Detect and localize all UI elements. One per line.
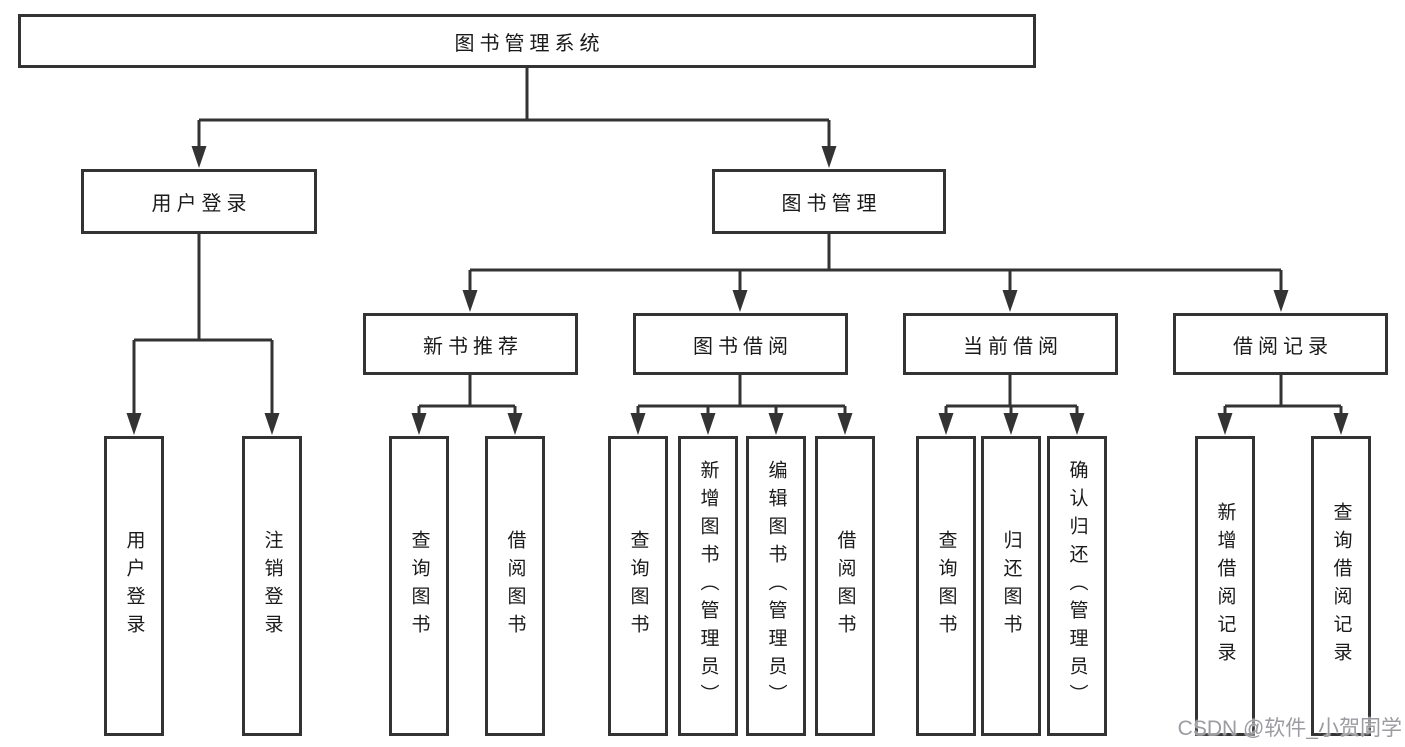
leaf-recommend-query-book: 查询图书 [389,436,449,736]
node-new-book-recommend: 新书推荐 [363,313,578,375]
node-new-book-recommend-label: 新书推荐 [423,335,523,358]
leaf-borrow-edit-book-admin: 编辑图书（管理员） [746,436,806,736]
leaf-user-login-label: 用户登录 [123,530,145,642]
leaf-borrow-borrow-book: 借阅图书 [815,436,875,736]
node-user-login: 用户登录 [81,169,317,234]
leaf-record-add-record: 新增借阅记录 [1195,436,1255,736]
leaf-record-add-record-label: 新增借阅记录 [1214,502,1236,670]
leaf-logout: 注销登录 [242,436,302,736]
leaf-borrow-add-book-admin: 新增图书（管理员） [678,436,738,736]
leaf-recommend-query-book-label: 查询图书 [408,530,430,642]
node-current-borrow: 当前借阅 [903,313,1118,375]
leaf-borrow-borrow-book-label: 借阅图书 [834,530,856,642]
leaf-logout-label: 注销登录 [261,530,283,642]
leaf-borrow-query-book: 查询图书 [608,436,668,736]
arrowheads [126,146,1349,435]
leaf-borrow-query-book-label: 查询图书 [627,530,649,642]
leaf-current-return-book-label: 归还图书 [1000,530,1022,642]
leaf-recommend-borrow-book-label: 借阅图书 [504,530,526,642]
leaf-borrow-edit-book-admin-label: 编辑图书（管理员） [765,460,787,712]
leaf-current-query-book-label: 查询图书 [935,530,957,642]
leaf-record-query-record-label: 查询借阅记录 [1330,502,1352,670]
tree-edges [132,68,1343,415]
node-borrow-record: 借阅记录 [1173,313,1388,375]
leaf-recommend-borrow-book: 借阅图书 [485,436,545,736]
node-book-management: 图书管理 [712,169,946,234]
leaf-current-confirm-return-admin: 确认归还（管理员） [1047,436,1107,736]
leaf-user-login: 用户登录 [104,436,164,736]
node-book-management-label: 图书管理 [781,193,882,215]
leaf-current-confirm-return-admin-label: 确认归还（管理员） [1066,460,1088,712]
node-borrow-record-label: 借阅记录 [1233,335,1333,358]
csdn-watermark: CSDN @软件_小贺同学 [1177,717,1402,740]
leaf-record-query-record: 查询借阅记录 [1311,436,1371,736]
leaf-current-return-book: 归还图书 [981,436,1041,736]
node-book-borrow: 图书借阅 [633,313,848,375]
node-book-borrow-label: 图书借阅 [693,335,793,358]
node-root-label: 图书管理系统 [454,32,605,55]
node-current-borrow-label: 当前借阅 [963,335,1063,358]
node-user-login-label: 用户登录 [151,193,252,215]
leaf-borrow-add-book-admin-label: 新增图书（管理员） [697,460,719,712]
node-root-system: 图书管理系统 [18,14,1036,68]
leaf-current-query-book: 查询图书 [916,436,976,736]
